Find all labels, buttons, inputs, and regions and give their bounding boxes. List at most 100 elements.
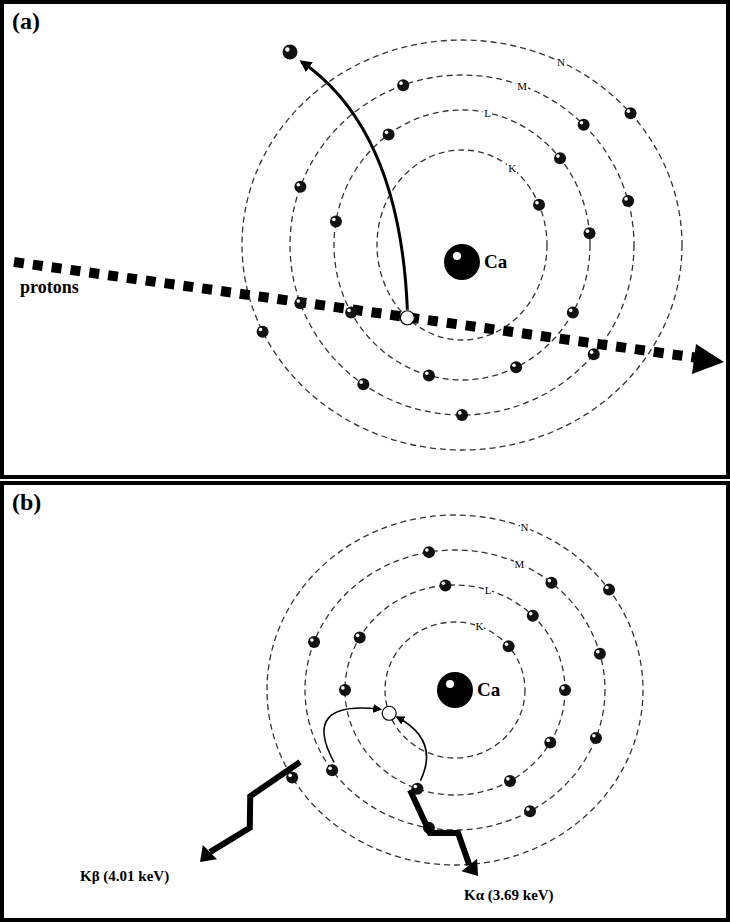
electron [345, 307, 357, 319]
electron [503, 640, 515, 652]
electron [527, 610, 539, 622]
electron-highlight [341, 686, 345, 690]
shell-label: N [520, 521, 530, 533]
nucleus [444, 244, 480, 280]
vacancy [400, 311, 414, 325]
electron [544, 737, 556, 749]
electron-highlight [569, 309, 573, 313]
electron-highlight [505, 642, 509, 646]
electron [524, 805, 536, 817]
electron [625, 107, 637, 119]
shell-label: M [514, 558, 526, 570]
electron-highlight [506, 777, 510, 781]
electron-shell [242, 40, 682, 450]
electron [559, 684, 571, 696]
beam-label: protons [20, 278, 79, 298]
proton-beam-head [692, 344, 724, 374]
x-ray-line-label: Kβ (4.01 keV) [78, 868, 171, 885]
x-ray-bolt [410, 790, 469, 865]
element-label: Ca [484, 252, 507, 273]
panel-letter: (a) [4, 4, 48, 39]
element-label: Ca [477, 680, 500, 701]
panel-letter: (b) [4, 485, 49, 520]
electron-highlight [442, 581, 446, 585]
electron [545, 577, 557, 589]
electron-highlight [296, 183, 300, 187]
nucleus [437, 672, 473, 708]
electron [504, 775, 516, 787]
x-ray-bolt-head [200, 845, 217, 862]
shell-label: K [475, 620, 485, 632]
electron-highlight [310, 638, 314, 642]
electron-highlight [596, 650, 600, 654]
electron-highlight [356, 634, 360, 638]
shell-label: L [483, 107, 492, 119]
vacancy [382, 706, 396, 720]
electron [357, 378, 369, 390]
figure-panel: (a) [0, 0, 730, 479]
electron [339, 684, 351, 696]
electron-highlight [624, 197, 628, 201]
electron [397, 79, 409, 91]
electron-highlight [259, 328, 263, 332]
electron-highlight [605, 586, 609, 590]
electron-highlight [546, 739, 550, 743]
electron [510, 361, 522, 373]
x-ray-bolt-head [461, 859, 478, 876]
electron-highlight [561, 686, 565, 690]
electron [584, 227, 596, 239]
electron [423, 546, 435, 558]
electron [439, 579, 451, 591]
electron [383, 128, 395, 140]
electron-highlight [425, 548, 429, 552]
electron [578, 119, 590, 131]
shell-label: K [507, 162, 517, 174]
electron [294, 181, 306, 193]
proton-beam [14, 262, 698, 358]
electron-shell [290, 75, 634, 415]
electron-highlight [548, 579, 552, 583]
electron [326, 764, 338, 776]
x-ray-line-label: Kα (3.69 keV) [462, 887, 556, 904]
electron-highlight [592, 734, 596, 738]
electron-highlight [347, 309, 351, 313]
electron [567, 307, 579, 319]
electron [283, 45, 298, 60]
electron [456, 409, 468, 421]
electron-highlight [413, 785, 417, 789]
electron-highlight [285, 47, 290, 52]
electron-highlight [529, 612, 533, 616]
electron [330, 216, 342, 228]
electron-shell [345, 585, 565, 795]
electron-highlight [580, 121, 584, 125]
electron-highlight [296, 299, 300, 303]
figure-panel: (b) [0, 481, 730, 922]
electron-highlight [556, 154, 560, 158]
electron [354, 632, 366, 644]
electron-highlight [359, 380, 363, 384]
nucleus-highlight [446, 680, 454, 688]
electron-highlight [328, 766, 332, 770]
electron [588, 348, 600, 360]
electron-highlight [590, 350, 594, 354]
electron-highlight [627, 109, 631, 113]
shell-label: N [556, 56, 566, 68]
electron [590, 732, 602, 744]
electron-shell [267, 515, 643, 865]
electron [294, 297, 306, 309]
electron-highlight [526, 807, 530, 811]
electron-highlight [399, 81, 403, 85]
shell-label: L [484, 584, 493, 596]
shell-label: M [516, 80, 528, 92]
electron [308, 636, 320, 648]
x-ray-bolt [210, 762, 300, 852]
electron-highlight [288, 774, 292, 778]
electron [594, 648, 606, 660]
electron [423, 369, 435, 381]
nucleus-highlight [453, 252, 461, 260]
electron-highlight [586, 229, 590, 233]
transition-arrow [324, 708, 380, 762]
electron-highlight [535, 201, 539, 205]
electron [257, 326, 269, 338]
